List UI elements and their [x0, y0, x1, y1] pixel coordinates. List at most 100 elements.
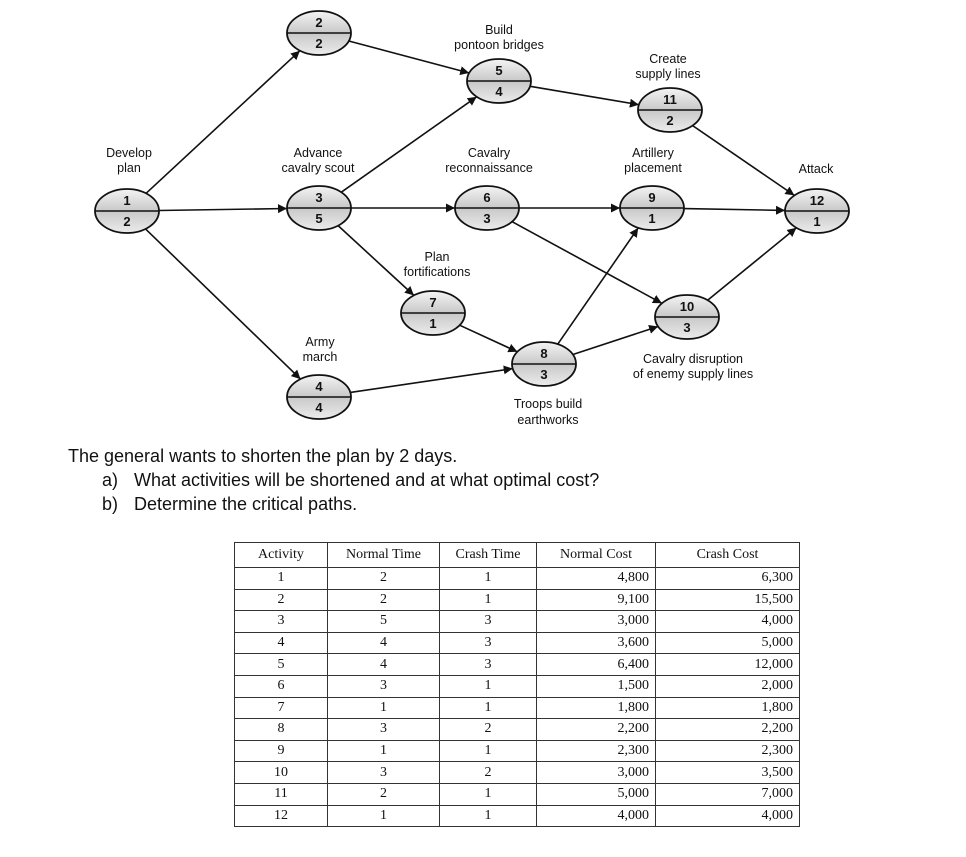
cell-crash-time: 1: [439, 567, 537, 590]
edge-2-to-5: [348, 40, 470, 76]
cell-crash-time: 3: [439, 610, 537, 633]
cell-crash-cost: 3,500: [655, 761, 800, 784]
node-label-line: supply lines: [635, 67, 700, 81]
cell-normal-time: 3: [327, 718, 440, 741]
cell-activity: 9: [234, 739, 328, 763]
node-duration: 1: [648, 211, 655, 226]
node-2: 22: [286, 10, 352, 56]
cell-crash-cost: 2,000: [655, 674, 800, 698]
cell-crash-cost: 7,000: [655, 782, 800, 806]
question-a-label: a): [102, 470, 119, 490]
cell-crash-cost: 2,300: [655, 739, 800, 763]
node-label-line: Troops build: [514, 397, 582, 411]
node-duration: 2: [123, 214, 130, 229]
cell-crash-time: 1: [439, 696, 537, 720]
node-duration: 4: [495, 84, 503, 99]
cell-normal-cost: 3,600: [536, 631, 656, 655]
cell-normal-cost: 4,000: [536, 804, 656, 828]
node-label-line: Cavalry: [468, 146, 511, 160]
cell-normal-time: 4: [327, 631, 440, 655]
node-activity-number: 6: [483, 190, 490, 205]
node-label-line: Create: [649, 52, 687, 66]
question-b: b) Determine the critical paths.: [102, 492, 599, 516]
node-activity-number: 5: [495, 63, 502, 78]
node-duration: 5: [315, 211, 322, 226]
edge-3-to-7: [337, 225, 415, 296]
edge-11-to-12: [692, 124, 795, 197]
node-label-line: pontoon bridges: [454, 38, 544, 52]
node-duration: 2: [315, 36, 322, 51]
edge-5-to-11: [529, 85, 640, 108]
cell-crash-time: 1: [439, 588, 537, 612]
node-label-line: Cavalry disruption: [643, 352, 743, 366]
node-label-line: plan: [117, 161, 141, 175]
cell-crash-cost: 2,200: [655, 718, 800, 741]
node-label-line: earthworks: [517, 413, 578, 427]
cell-activity: 3: [234, 610, 328, 633]
cell-crash-time: 3: [439, 631, 537, 655]
col-header-activity: Activity: [234, 542, 328, 568]
cell-crash-time: 2: [439, 718, 537, 741]
node-label-line: reconnaissance: [445, 161, 533, 175]
cell-crash-time: 2: [439, 761, 537, 784]
cell-crash-time: 1: [439, 782, 537, 806]
cell-activity: 5: [234, 653, 328, 676]
node-label-line: cavalry scout: [282, 161, 355, 175]
node-duration: 1: [429, 316, 436, 331]
question-b-text: Determine the critical paths.: [134, 494, 358, 514]
node-label-line: of enemy supply lines: [633, 367, 753, 381]
edge-10-to-12: [707, 227, 797, 301]
node-activity-number: 3: [315, 190, 322, 205]
cell-normal-time: 2: [327, 567, 440, 590]
node-label-line: fortifications: [404, 265, 471, 279]
cell-normal-cost: 3,000: [536, 610, 656, 633]
node-activity-number: 8: [540, 346, 547, 361]
node-label-line: Build: [485, 23, 513, 37]
node-label-line: Army: [305, 335, 335, 349]
cell-normal-time: 3: [327, 761, 440, 784]
node-label-line: Plan: [424, 250, 449, 264]
cell-activity: 8: [234, 718, 328, 741]
question-b-label: b): [102, 494, 119, 514]
node-activity-number: 9: [648, 190, 655, 205]
edge-1-to-4: [144, 228, 302, 380]
col-header-normal-cost: Normal Cost: [536, 542, 656, 568]
cell-activity: 6: [234, 674, 328, 698]
edge-1-to-2: [145, 50, 301, 194]
node-duration: 3: [483, 211, 490, 226]
cell-crash-time: 1: [439, 804, 537, 828]
node-activity-number: 4: [315, 379, 323, 394]
cell-normal-cost: 2,200: [536, 718, 656, 741]
node-label-line: march: [303, 350, 338, 364]
cell-normal-cost: 1,800: [536, 696, 656, 720]
node-duration: 2: [666, 113, 673, 128]
cell-crash-cost: 5,000: [655, 631, 800, 655]
cell-normal-cost: 9,100: [536, 588, 656, 612]
edge-8-to-9: [557, 227, 639, 345]
node-duration: 1: [813, 214, 820, 229]
cell-normal-time: 2: [327, 782, 440, 806]
cell-crash-time: 1: [439, 674, 537, 698]
crash-cost-table: Activity Normal Time Crash Time Normal C…: [234, 542, 800, 828]
cell-normal-time: 4: [327, 653, 440, 676]
cell-crash-cost: 6,300: [655, 567, 800, 590]
node-activity-number: 12: [810, 193, 824, 208]
cell-activity: 10: [234, 761, 328, 784]
edge-6-to-10: [511, 220, 663, 305]
question-a-text: What activities will be shortened and at…: [134, 470, 600, 490]
network-edges: [144, 40, 797, 394]
